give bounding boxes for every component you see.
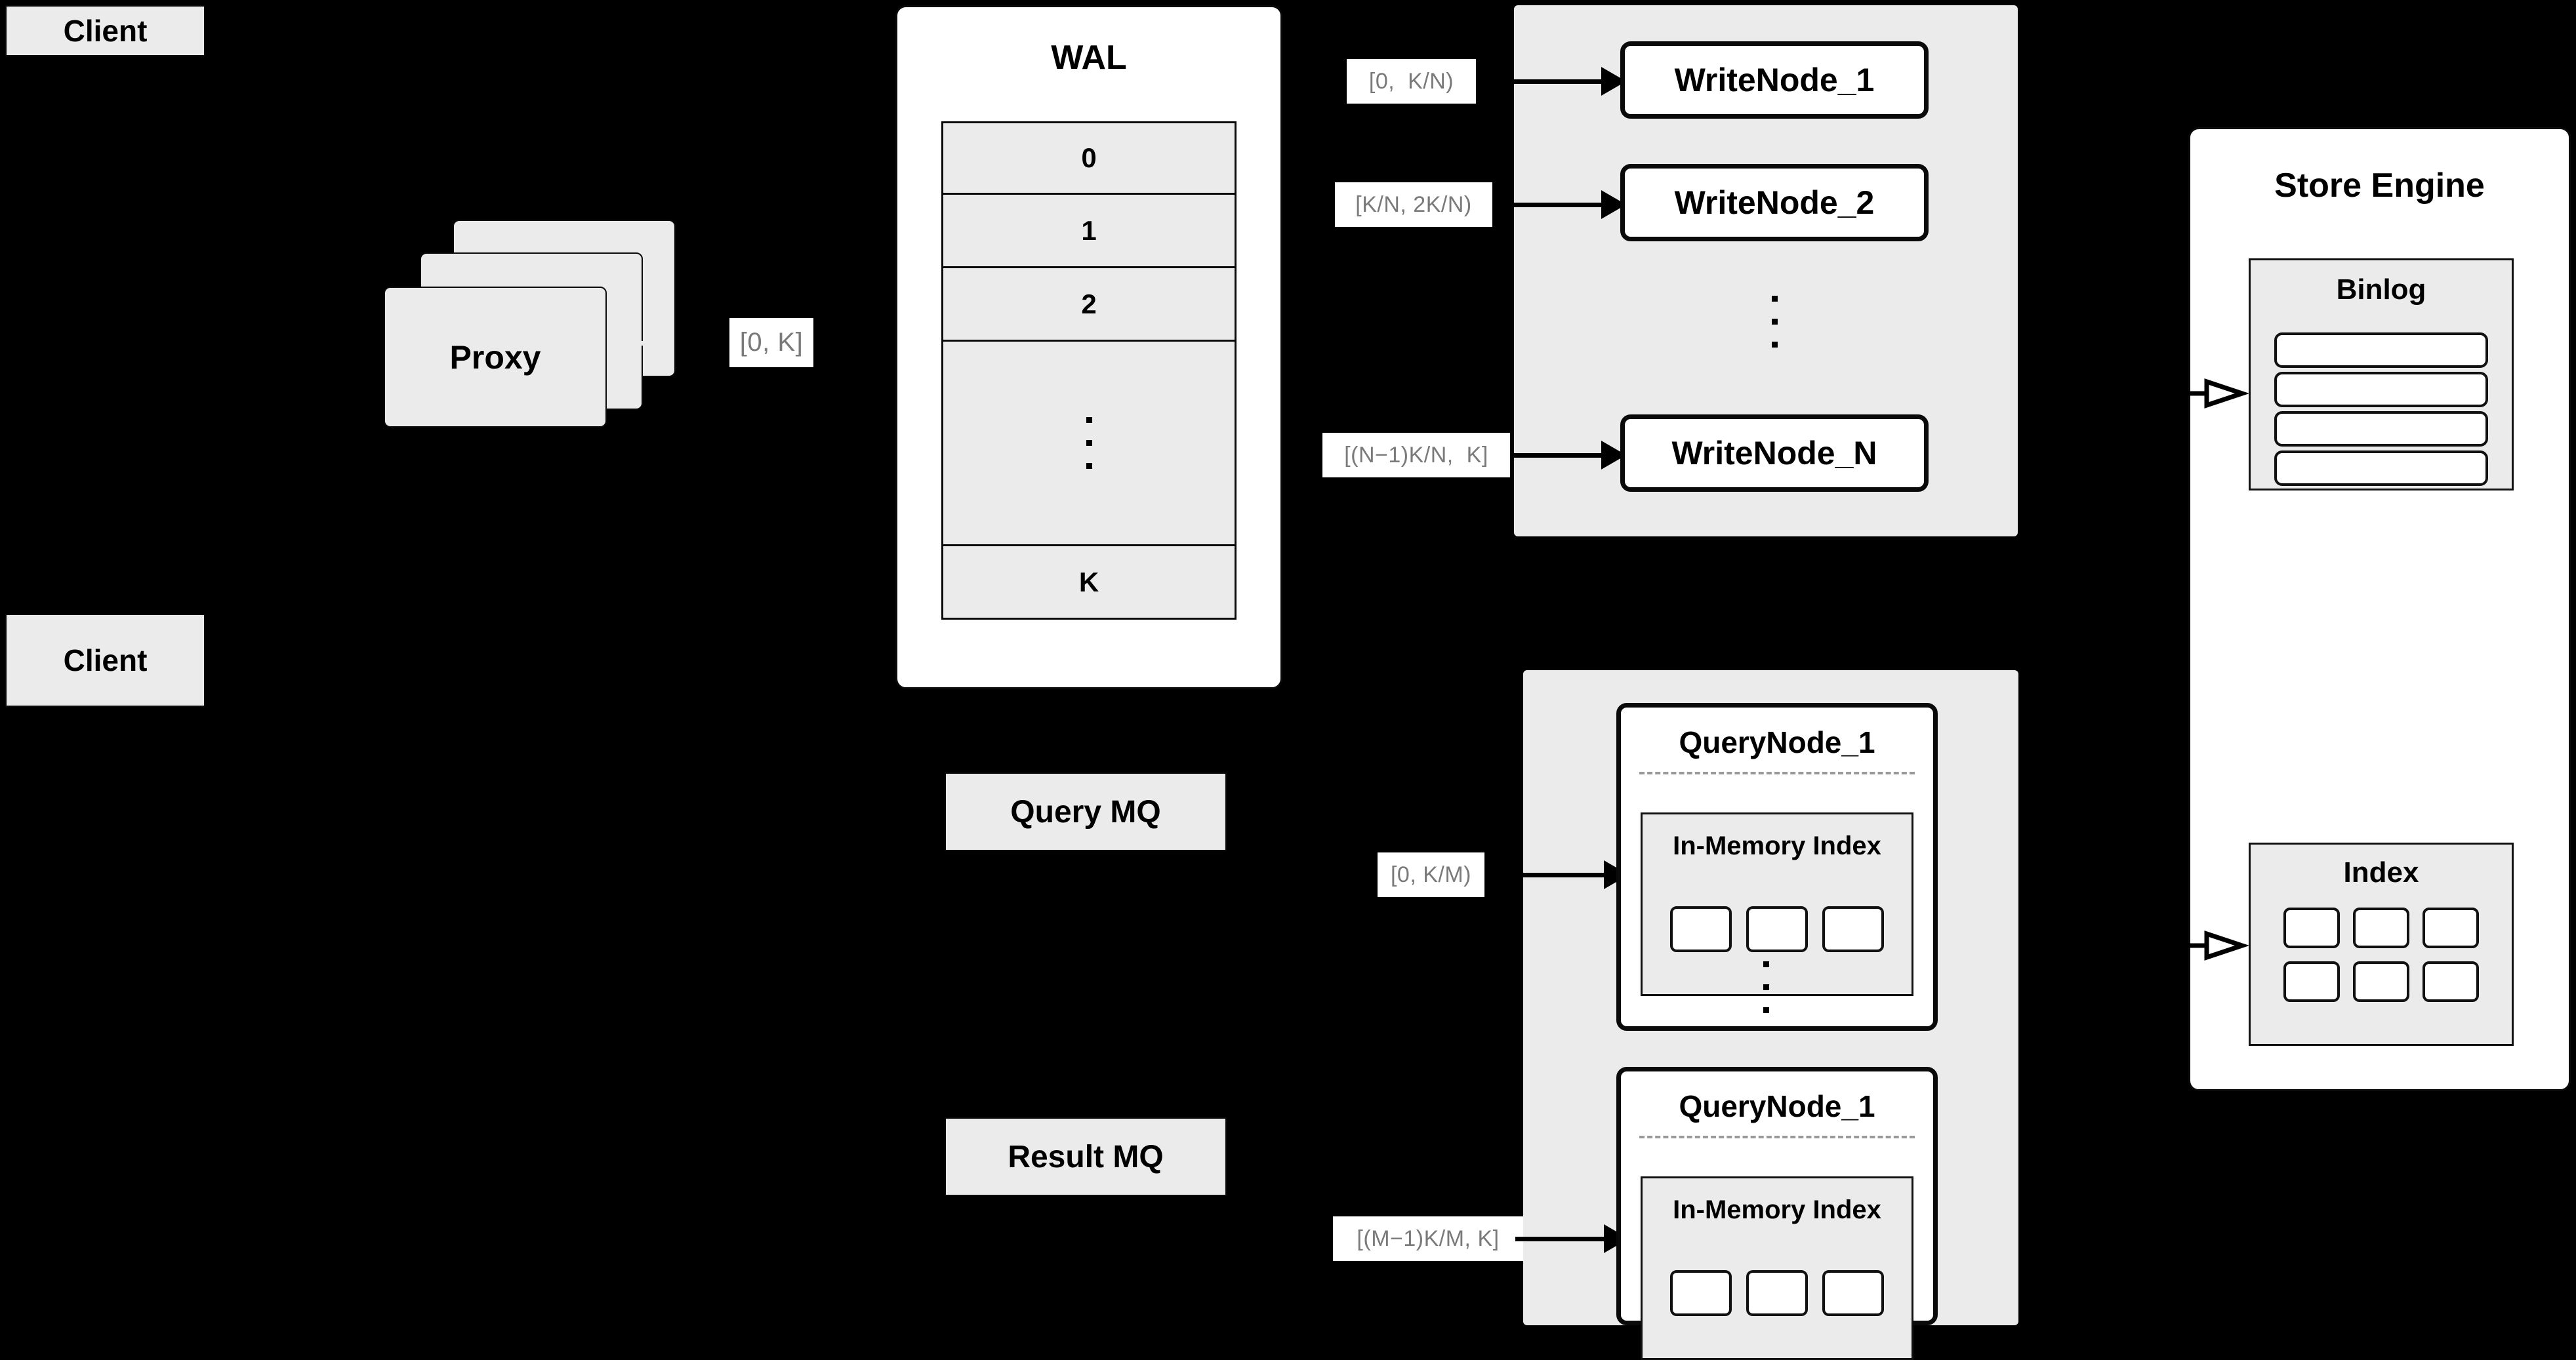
wal-row: K [941,546,1237,620]
index-slot [1670,1270,1732,1316]
in-memory-index-box: In-Memory Index [1641,812,1913,996]
write-node-2[interactable]: WriteNode_2 [1620,164,1929,241]
index-slot [2423,908,2479,948]
proxy-to-wal-connector [607,341,669,346]
index-slot-row [1643,1270,1912,1316]
binlog-open-arrow-icon [2177,374,2250,413]
proxy-card-front[interactable]: Proxy [384,287,607,428]
query-node-1-range-label: [0, K/M) [1378,852,1484,897]
write-cluster-ellipsis-icon [1767,275,1782,367]
query-node-m-range-label: [(M−1)K/M, K] [1333,1216,1523,1261]
query-node-divider [1639,772,1915,774]
write-node-1-range-label: [0, K/N) [1347,59,1476,104]
write-node-label: WriteNode_1 [1674,62,1875,98]
index-slot [2353,961,2409,1002]
query-node-1-arrow-line [1515,873,1604,877]
wal-row: 0 [941,121,1237,195]
client-label: Client [63,14,148,48]
index-slot [1746,906,1808,952]
index-slot [2423,961,2479,1002]
binlog-box: Binlog [2249,258,2514,490]
client-label: Client [63,643,148,677]
query-cluster-ellipsis-icon [1758,934,1774,1039]
store-engine-title: Store Engine [2274,167,2485,205]
query-node-m[interactable]: QueryNode_1 In-Memory Index [1616,1067,1938,1360]
in-memory-index-title: In-Memory Index [1673,1195,1881,1224]
binlog-row [2274,332,2488,368]
query-node-label: QueryNode_1 [1679,1089,1875,1123]
index-slot [1670,906,1732,952]
binlog-row [2274,450,2488,486]
binlog-rows [2274,332,2488,486]
index-slot-row [1643,906,1912,952]
write-node-label: WriteNode_2 [1674,184,1875,221]
query-node-1[interactable]: QueryNode_1 In-Memory Index [1616,703,1938,1031]
result-mq-box[interactable]: Result MQ [945,1117,1227,1196]
client-box-1[interactable]: Client [5,5,205,56]
query-mq-label: Query MQ [1010,794,1161,830]
index-title: Index [2343,856,2419,889]
result-mq-label: Result MQ [1008,1139,1164,1174]
write-node-n-arrow-line [1513,453,1601,458]
wal-row-ellipsis [941,342,1237,546]
wal-title: WAL [1051,39,1127,77]
write-node-1-arrow-line [1513,79,1601,84]
write-node-2-arrow-line [1513,203,1601,207]
write-node-n[interactable]: WriteNode_N [1620,414,1929,492]
binlog-row [2274,411,2488,447]
index-box: Index [2249,843,2514,1046]
vertical-ellipsis-icon [1086,417,1092,469]
wal-row: 2 [941,268,1237,342]
wal-row: 1 [941,195,1237,268]
query-node-m-arrow-line [1515,1237,1604,1241]
write-node-n-range-label: [(N−1)K/N, K] [1322,433,1510,477]
query-mq-box[interactable]: Query MQ [945,772,1227,851]
proxy-label: Proxy [449,338,541,376]
binlog-title: Binlog [2336,273,2426,306]
query-node-divider [1639,1136,1915,1138]
index-slot [2353,908,2409,948]
index-open-arrow-icon [2177,926,2250,965]
index-slot [2283,908,2340,948]
index-slot [1746,1270,1808,1316]
write-node-2-range-label: [K/N, 2K/N) [1335,182,1492,227]
write-node-1[interactable]: WriteNode_1 [1620,41,1929,119]
write-node-label: WriteNode_N [1671,435,1877,471]
binlog-row [2274,372,2488,407]
index-slot [1822,906,1884,952]
query-node-label: QueryNode_1 [1679,725,1875,759]
index-slot [2283,961,2340,1002]
index-slot [1822,1270,1884,1316]
client-box-2[interactable]: Client [5,614,205,707]
proxy-range-label: [0, K] [729,318,813,367]
index-slot-grid [2251,908,2512,1002]
in-memory-index-box: In-Memory Index [1641,1176,1913,1360]
in-memory-index-title: In-Memory Index [1673,831,1881,860]
